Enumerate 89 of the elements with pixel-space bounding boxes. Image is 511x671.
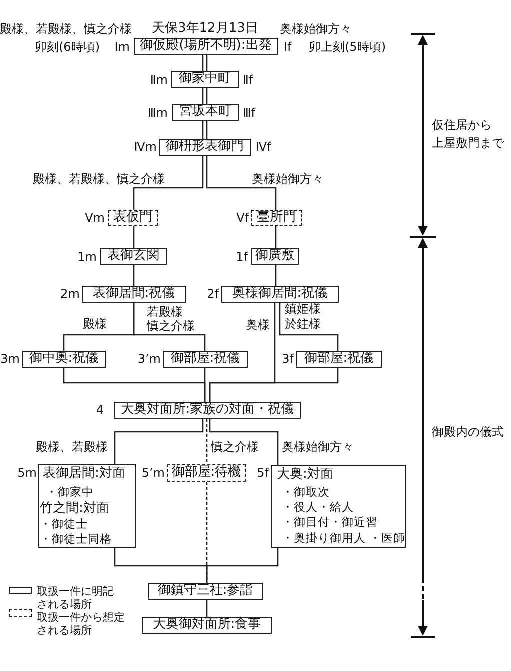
connector-line [275, 265, 277, 286]
date-label: 天保3年12月13日 [152, 21, 258, 37]
place-box: 表御居間:祝儀 [82, 286, 186, 303]
step-number: 3m [0, 352, 20, 366]
step-number: 1m [78, 250, 97, 264]
place-box: 御部屋:祝儀 [296, 351, 382, 368]
place-box: 御鎮守三社:参詣 [148, 583, 263, 600]
place-box: 宮坂本町 [172, 104, 239, 121]
place-box: 御廣敷 [251, 248, 299, 265]
step-number: Ⅲf [243, 106, 256, 120]
step-number: Ⅲm [148, 106, 168, 120]
connector-line [206, 600, 208, 617]
list-item: ・御徒士 [40, 518, 88, 532]
connector-line [202, 55, 204, 71]
group-label: 奥様始御方々 [280, 22, 352, 36]
place-box: 御中奥:祝儀 [22, 351, 106, 368]
step-number: Ⅱm [150, 73, 168, 87]
list-item: ・奥掛り御用人 ・医師 [282, 532, 406, 546]
list-item: ・御目付・御近習 [282, 516, 378, 530]
route-label: 殿様、若殿様 [36, 440, 108, 454]
connector-line [206, 548, 279, 583]
bracket-label: 御殿内の儀式 [432, 425, 504, 439]
place-box: 表御玄関 [100, 248, 167, 265]
connector-line [206, 55, 208, 71]
list-item: ・御取次 [282, 486, 330, 500]
time-note: 卯刻(6時頃) [35, 40, 100, 54]
route-label: 殿様、若殿様、慎之介様 [33, 172, 165, 186]
place-box: 御部屋:祝儀 [163, 351, 248, 368]
connector-line [133, 265, 135, 286]
place-box [38, 464, 136, 548]
connector-line [209, 368, 339, 402]
step-number: Ⅰf [284, 40, 292, 54]
place-box: 大奥対面所:家族の対面・祝儀 [114, 402, 301, 419]
place-box: 御仮殿(場所不明):出発 [134, 38, 278, 55]
route-label: 慎之介様 [211, 440, 259, 454]
connector-line [133, 156, 204, 210]
step-number: 5m [18, 466, 37, 480]
step-number: Ⅴm [85, 211, 105, 225]
place-box: 大奥御対面所:食事 [142, 617, 272, 634]
route-label: 奥様始御方々 [282, 440, 354, 454]
connector-line [206, 88, 208, 104]
connector-line [209, 419, 279, 465]
bracket-label: 仮住居から上屋敷門まで [432, 117, 506, 152]
step-number: Ⅱf [243, 73, 254, 87]
dashed-place-box: 臺所門 [251, 210, 302, 226]
place-box: 御枡形表御門 [159, 139, 251, 156]
place-box: 御家中町 [171, 71, 239, 88]
route-label: 殿様 [83, 317, 107, 331]
route-label: 若殿様慎之介様 [147, 305, 196, 333]
connector-line [279, 303, 339, 351]
connector-line [206, 156, 277, 210]
time-note: 卯上刻(5時頃) [309, 40, 386, 54]
connector-line [114, 419, 204, 464]
step-number: 4 [96, 403, 104, 417]
connector-line [202, 121, 204, 139]
box-heading: 竹之間:対面 [40, 501, 110, 516]
group-label: 殿様、若殿様、慎之介様 [0, 22, 132, 36]
step-number: 5’m [142, 466, 165, 480]
list-item: ・役人・給人 [282, 501, 354, 514]
legend-label: 取扱一件に明記される場所 [37, 584, 115, 610]
step-number: 3’m [138, 352, 161, 366]
box-heading: 表御居間:対面 [43, 466, 126, 482]
step-number: 1f [236, 250, 248, 264]
connector-line [133, 303, 206, 351]
place-box: 奥様御居間:祝儀 [221, 286, 339, 303]
box-heading: 大奥:対面 [277, 467, 334, 482]
step-number: 3f [282, 352, 294, 366]
step-number: Ⅴf [236, 211, 249, 225]
dashed-place-box: 表仮門 [108, 210, 158, 226]
step-number: Ⅳm [134, 140, 157, 154]
step-number: Ⅰm [114, 40, 130, 54]
connector-line [204, 368, 206, 402]
step-number: 5f [257, 466, 269, 480]
connector-line [206, 419, 208, 464]
route-label: 奥様始御方々 [252, 172, 324, 186]
step-number: 2m [60, 287, 80, 301]
list-item: ・御家中 [46, 486, 94, 500]
list-item: ・御徒士同格 [40, 533, 112, 546]
route-label: 鎮姫様於鉒様 [285, 302, 322, 332]
step-number: Ⅳf [256, 140, 272, 154]
legend-label: 取扱一件から想定される場所 [37, 610, 126, 636]
place-box [271, 465, 406, 548]
connector-line [275, 226, 277, 248]
route-label: 奥様 [246, 318, 270, 332]
connector-line [202, 88, 204, 104]
connector-line [133, 226, 135, 248]
connector-line [206, 121, 208, 139]
step-number: 2f [207, 287, 219, 301]
dashed-place-box: 御部屋:待機 [167, 464, 246, 482]
